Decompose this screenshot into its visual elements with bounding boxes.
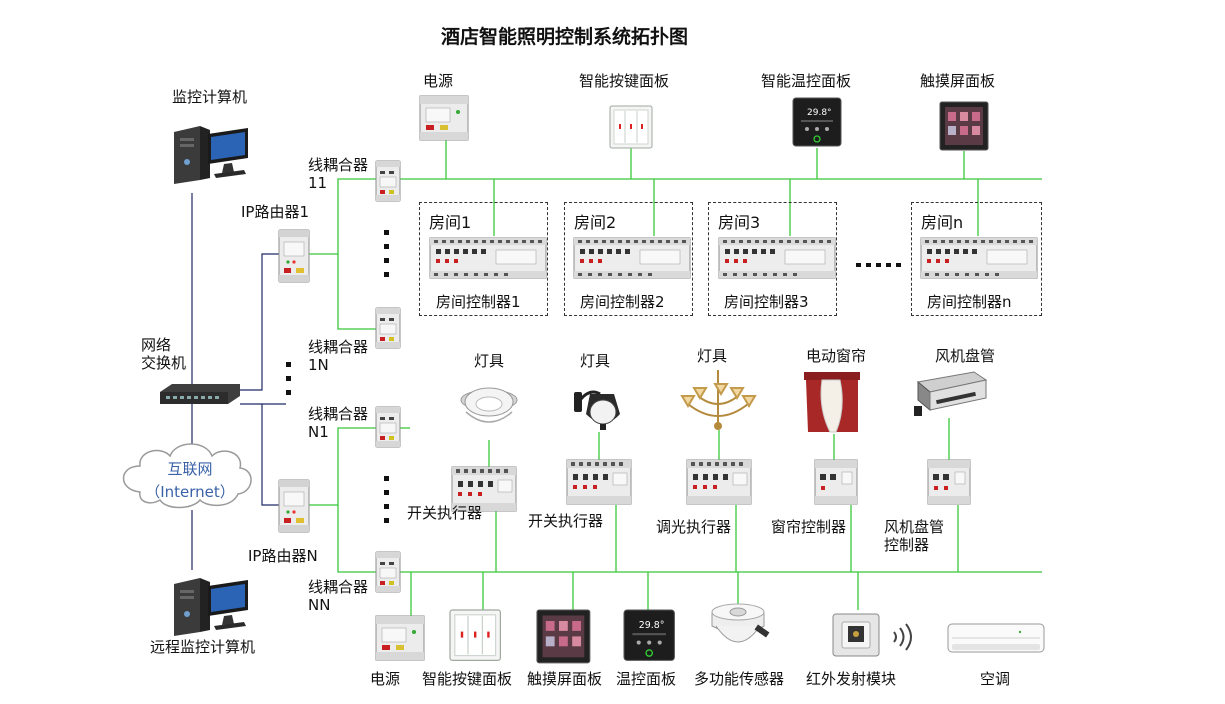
line-coupler-nn-label: 线耦合器 NN: [308, 578, 369, 614]
actuator-1-label: 开关执行器: [407, 504, 483, 522]
room-1-box: [419, 202, 548, 316]
room-n-title: 房间n: [921, 213, 964, 232]
bottom-thermostat-label: 温控面板: [616, 670, 677, 688]
line-coupler-1n-icon: [375, 307, 401, 349]
actuator-3-label: 调光执行器: [656, 518, 732, 536]
ir-module-icon: [832, 613, 880, 657]
load-2-label: 灯具: [580, 352, 611, 370]
line-coupler-11-label: 线耦合器 11: [308, 156, 369, 192]
curtain-icon: [804, 372, 860, 433]
air-conditioner-icon: [947, 623, 1045, 653]
room-2-title: 房间2: [574, 213, 617, 232]
line-coupler-nn-icon: [375, 551, 401, 593]
diagram-title: 酒店智能照明控制系统拓扑图: [441, 26, 689, 48]
fan-coil-controller-icon: [927, 459, 971, 505]
line-coupler-1n-label: 线耦合器 1N: [308, 338, 369, 374]
internet-label-2: （Internet）: [145, 483, 235, 501]
ip-router-n-icon: [278, 479, 310, 533]
bottom-power-supply-icon: [375, 615, 425, 661]
bottom-thermostat-panel-icon: [623, 609, 676, 662]
bottom-air-conditioner-label: 空调: [980, 670, 1011, 688]
monitor-computer-icon: [174, 126, 248, 184]
bottom-key-panel-label: 智能按键面板: [422, 670, 513, 688]
bottom-touch-screen-icon: [536, 609, 591, 664]
load-4-label: 电动窗帘: [806, 347, 867, 365]
top-power-supply-label: 电源: [423, 72, 454, 90]
network-switch-icon: [160, 384, 240, 404]
top-thermostat-label: 智能温控面板: [761, 72, 852, 90]
top-power-supply-icon: [419, 95, 469, 141]
room-2-box: [564, 202, 693, 316]
top-key-panel-icon: [609, 105, 653, 149]
downlight-icon: [460, 387, 518, 423]
room-controller-2-label: 房间控制器2: [580, 293, 665, 311]
bottom-power-supply-label: 电源: [370, 670, 401, 688]
actuator-2-label: 开关执行器: [528, 512, 604, 530]
room-controller-3-label: 房间控制器3: [724, 293, 809, 311]
room-1-title: 房间1: [429, 213, 472, 232]
fan-coil-icon: [914, 371, 988, 416]
bottom-key-panel-icon: [449, 609, 501, 662]
wall-lamp-icon: [574, 390, 620, 430]
remote-computer-label: 远程监控计算机: [150, 638, 256, 656]
remote-computer-icon: [174, 578, 248, 636]
load-1-label: 灯具: [474, 352, 505, 370]
ip-router-n-label: IP路由器N: [248, 547, 318, 565]
internet-label-1: 互联网: [167, 460, 213, 478]
chandelier-icon: [680, 370, 757, 430]
actuator-4-label: 窗帘控制器: [771, 518, 847, 536]
switch-actuator-2-icon: [566, 459, 632, 505]
network-switch-label: 网络 交换机: [141, 336, 187, 372]
top-touch-screen-label: 触摸屏面板: [920, 72, 996, 90]
actuator-5-label: 风机盘管 控制器: [884, 518, 945, 554]
room-controller-n-label: 房间控制器n: [927, 293, 1012, 311]
curtain-controller-icon: [814, 459, 858, 505]
ellipsis-dots: [286, 230, 901, 523]
load-5-label: 风机盘管: [935, 347, 996, 365]
monitor-computer-label: 监控计算机: [172, 88, 248, 106]
backbone-lines: [191, 193, 286, 570]
bottom-ir-module-label: 红外发射模块: [806, 670, 897, 688]
ip-router-1-icon: [278, 229, 310, 283]
load-3-label: 灯具: [697, 347, 728, 365]
room-controller-1-label: 房间控制器1: [436, 293, 521, 311]
dimming-actuator-icon: [686, 459, 752, 505]
ip-router-1-label: IP路由器1: [241, 203, 310, 221]
room-n-box: [911, 202, 1042, 316]
top-thermostat-panel-icon: [792, 97, 842, 147]
multi-sensor-icon: [711, 603, 770, 643]
ir-signal-icon: [893, 623, 912, 651]
line-coupler-11-icon: [375, 160, 401, 202]
bus-lines: [297, 138, 1042, 616]
internet-cloud-icon: [122, 443, 252, 509]
line-coupler-n1-icon: [375, 406, 401, 448]
room-3-box: [708, 202, 837, 316]
bottom-multi-sensor-label: 多功能传感器: [694, 670, 785, 688]
line-coupler-n1-label: 线耦合器 N1: [308, 405, 369, 441]
top-key-panel-label: 智能按键面板: [579, 72, 670, 90]
bottom-touch-screen-label: 触摸屏面板: [527, 670, 603, 688]
room-3-title: 房间3: [718, 213, 761, 232]
top-touch-screen-icon: [939, 101, 989, 151]
